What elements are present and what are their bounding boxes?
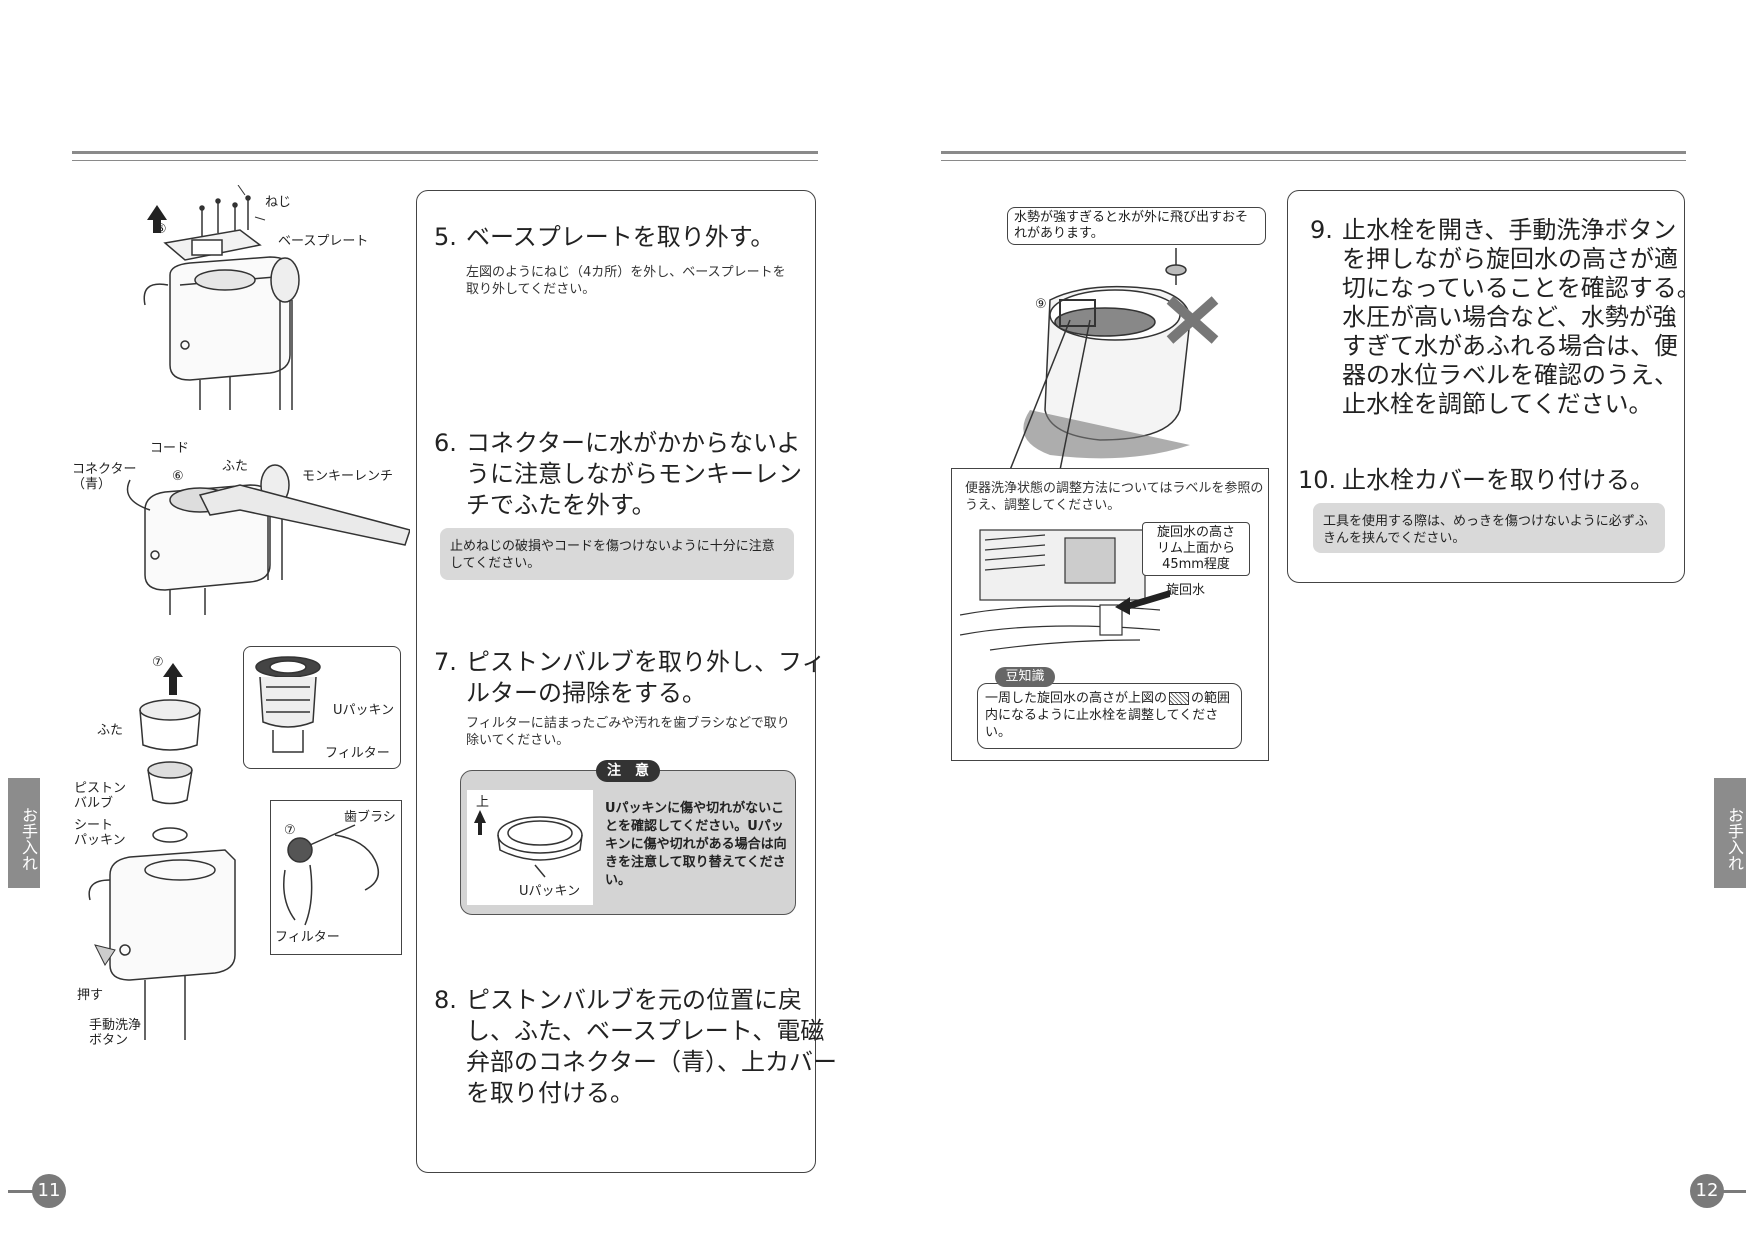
hatched-icon — [1169, 692, 1190, 705]
label-monkey-wrench: モンキーレンチ — [302, 469, 394, 484]
label-num5: ⑤ — [155, 222, 167, 237]
step9-line2: を押しながら旋回水の高さが適 — [1342, 245, 1678, 273]
label-piston-valve: ピストン バルブ — [74, 781, 127, 811]
caution-up-label: 上 — [476, 795, 490, 810]
label-num9: ⑨ — [1035, 297, 1047, 312]
step10-note: 工具を使用する際は、めっきを傷つけないように必ずふきんを挟んでください。 — [1313, 503, 1665, 553]
warning-bubble: 水勢が強すぎると水が外に飛び出すおそれがあります。 — [1007, 207, 1266, 245]
label-push: 押す — [77, 988, 104, 1003]
toilet-illustration — [1023, 248, 1219, 459]
piston-valve-illustration — [88, 663, 236, 1040]
step10-number: 10. — [1298, 466, 1337, 494]
caution-badge: 注 意 — [596, 760, 660, 782]
label-seat-packing: シート パッキン — [74, 818, 126, 848]
label-cord: コード — [150, 441, 190, 456]
page-number-line-right — [1722, 1190, 1746, 1193]
swirl-arrow — [1115, 590, 1170, 615]
base-plate-illustration — [143, 185, 300, 410]
tip-text-b: の範囲内になるように止水栓を調整してください。 — [985, 691, 1231, 740]
step9-number: 9. — [1310, 216, 1333, 244]
page-number-right: 12 — [1690, 1174, 1724, 1208]
steps-panel-left — [416, 190, 816, 1173]
step7-title-line1: ピストンバルブを取り外し、フィ — [466, 648, 826, 676]
label-toothbrush: 歯ブラシ — [344, 810, 396, 825]
page-number-line-left — [8, 1190, 36, 1193]
header-rule-left-thin — [72, 160, 818, 161]
step8-title-line4: を取り付ける。 — [466, 1079, 634, 1107]
header-rule-left — [72, 151, 818, 154]
side-tab-left: お手入れ — [8, 778, 40, 888]
label-lid-7: ふた — [97, 723, 124, 738]
tip-text-a: 一周した旋回水の高さが上図の — [985, 691, 1168, 706]
tip-box — [977, 683, 1242, 749]
label-connector: コネクター （青） — [72, 462, 137, 492]
rim-label-illustration — [960, 529, 1160, 651]
wrench-illustration — [126, 464, 410, 615]
step9-line6: 器の水位ラベルを確認のうえ、 — [1342, 361, 1678, 389]
page-number-left: 11 — [32, 1174, 66, 1208]
label-swirl-water: 旋回水 — [1166, 583, 1206, 598]
label-screw: ねじ — [265, 195, 292, 210]
tip-text: 一周した旋回水の高さが上図のの範囲内になるように止水栓を調整してください。 — [985, 690, 1235, 741]
label-base-plate: ベースプレート — [278, 234, 369, 249]
step7-text: フィルターに詰まったごみや汚れを歯ブラシなどで取り除いてください。 — [466, 716, 790, 748]
step9-line7: 止水栓を調節してください。 — [1342, 390, 1653, 418]
step5-number: 5. — [434, 223, 457, 251]
step6-number: 6. — [434, 429, 457, 457]
step6-title-line1: コネクターに水がかからないよ — [466, 429, 801, 457]
step6-title-line3: チでふたを外す。 — [466, 491, 656, 519]
swirl-height-callout: 旋回水の高さ リム上面から 45mm程度 — [1142, 522, 1250, 576]
step7-title-line2: ルターの掃除をする。 — [466, 679, 706, 707]
label-filter-bottom: フィルター — [275, 930, 340, 945]
step6-note: 止めねじの破損やコードを傷つけないように十分に注意してください。 — [440, 528, 794, 580]
header-rule-right-thin — [941, 160, 1686, 161]
step5-title: ベースプレートを取り外す。 — [466, 223, 775, 251]
label-num7a: ⑦ — [152, 655, 164, 670]
label-num6: ⑥ — [172, 469, 184, 484]
caution-u-packing-label: Uパッキン — [519, 884, 581, 899]
step9-line4: 水圧が高い場合など、水勢が強 — [1342, 303, 1677, 331]
label-u-packing: Uパッキン — [333, 703, 395, 718]
step5-text: 左図のようにねじ（4カ所）を外し、ベースプレートを取り外してください。 — [466, 265, 786, 297]
tip-badge: 豆知識 — [995, 667, 1055, 687]
step7-number: 7. — [434, 648, 457, 676]
inset-filter-box — [243, 646, 401, 769]
header-rule-right — [941, 151, 1686, 154]
label-manual-flush-button: 手動洗浄 ボタン — [89, 1018, 142, 1048]
label-intro-text: 便器洗浄状態の調整方法についてはラベルを参照のうえ、調整してください。 — [965, 481, 1264, 513]
side-tab-right: お手入れ — [1714, 778, 1746, 888]
step10-title: 止水栓カバーを取り付ける。 — [1342, 466, 1654, 494]
inset-toothbrush-box — [270, 800, 402, 955]
label-lid-6: ふた — [222, 459, 249, 474]
step9-line3: 切になっていることを確認する。 — [1342, 274, 1701, 302]
label-num7b: ⑦ — [284, 823, 296, 838]
step8-title-line1: ピストンバルブを元の位置に戻 — [466, 986, 802, 1014]
callout-connector-lines — [1009, 319, 1091, 471]
u-packing-illustration — [474, 810, 583, 878]
filter-inset-illustration — [255, 656, 321, 753]
step8-title-line2: し、ふた、ベースプレート、電磁 — [466, 1017, 825, 1045]
step8-number: 8. — [434, 986, 457, 1014]
step6-title-line2: うに注意しながらモンキーレン — [466, 460, 802, 488]
label-filter-top: フィルター — [325, 746, 390, 761]
step9-line5: すぎて水があふれる場合は、便 — [1342, 332, 1678, 360]
toothbrush-illustration — [283, 824, 380, 926]
step9-line1: 止水栓を開き、手動洗浄ボタン — [1342, 216, 1677, 244]
caution-text: Uパッキンに傷や切れがないことを確認してください。Uパッキンに傷や切れがある場合… — [605, 801, 787, 888]
step8-title-line3: 弁部のコネクター（青）、上カバー — [466, 1048, 838, 1076]
